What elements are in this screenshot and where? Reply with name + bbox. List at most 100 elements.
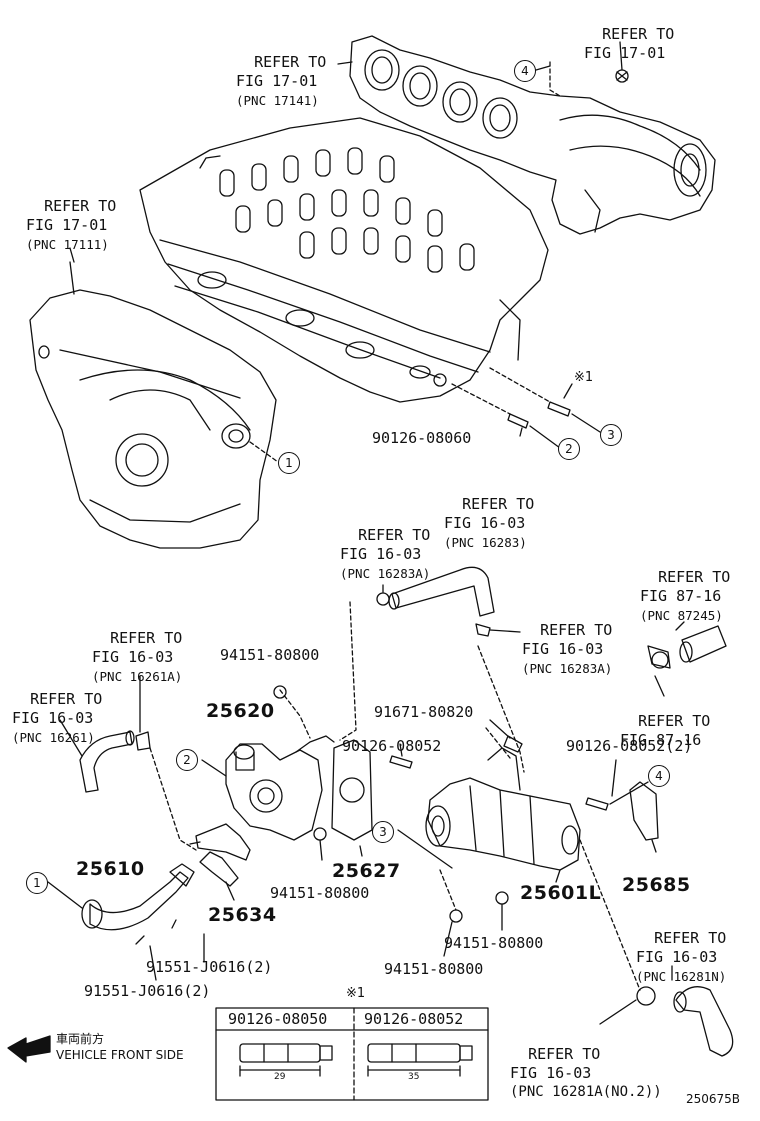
- clamp: [135, 731, 151, 751]
- part-94151-80800-d[interactable]: 94151-80800: [384, 960, 484, 978]
- leader: [201, 759, 227, 777]
- part-25685[interactable]: 25685: [622, 874, 691, 896]
- leader: [529, 425, 561, 449]
- part-94151-80800-a[interactable]: 94151-80800: [220, 646, 320, 664]
- part-91551-j0616-b[interactable]: 91551-J0616(2): [84, 982, 211, 1000]
- leader: [319, 839, 323, 861]
- part-25610[interactable]: 25610: [76, 858, 145, 880]
- bolt: [503, 735, 523, 753]
- dimension-29: 29: [274, 1072, 286, 1082]
- ref-pnc: (PNC 16283A): [340, 566, 431, 581]
- leader: [47, 881, 83, 909]
- part-25601l[interactable]: 25601L: [520, 882, 602, 904]
- front-arrow-icon: [7, 1035, 51, 1063]
- callout-3: 3: [600, 424, 622, 446]
- ref-line: FIG 17-01: [584, 44, 666, 62]
- leader: [149, 945, 157, 981]
- part-90126-08052-2[interactable]: 90126-08052(2): [566, 737, 693, 755]
- leader: [171, 919, 177, 929]
- leader: [339, 601, 357, 741]
- pipe-16261: [79, 730, 135, 793]
- hose-87245: [647, 625, 727, 669]
- leader: [149, 747, 197, 851]
- leader: [225, 881, 235, 901]
- ref-line: FIG 16-03: [636, 948, 718, 966]
- ref-line: FIG 16-03: [522, 640, 604, 658]
- ref-line: REFER TO: [638, 712, 711, 730]
- callout-4: 4: [648, 765, 670, 787]
- part-25620[interactable]: 25620: [206, 700, 275, 722]
- ref-line: FIG 17-01: [236, 72, 318, 90]
- ref-pnc: (PNC 16281N): [636, 969, 727, 984]
- leader: [535, 65, 551, 71]
- table-note-mark: ※1: [346, 986, 366, 1001]
- ref-line: REFER TO: [110, 629, 183, 647]
- part-94151-80800-c[interactable]: 94151-80800: [444, 934, 544, 952]
- clamp: [475, 623, 491, 637]
- ref-line: FIG 16-03: [444, 514, 526, 532]
- nut: [313, 827, 327, 841]
- leader: [135, 935, 145, 945]
- ref-line: FIG 87-16: [640, 587, 722, 605]
- leader: [555, 869, 561, 883]
- callout-1: 1: [278, 452, 300, 474]
- note-mark: ※1: [574, 370, 594, 385]
- part-90126-08052[interactable]: 90126-08052: [342, 737, 442, 755]
- gasket-25627: [331, 739, 373, 841]
- hose-16281N: [673, 986, 734, 1057]
- table-header-90126-08050: 90126-08050: [228, 1010, 328, 1028]
- callout-4: 4: [514, 60, 536, 82]
- clamp: [376, 592, 390, 606]
- intake-manifold: [29, 261, 277, 549]
- ref-line: REFER TO: [462, 495, 535, 513]
- part-25627[interactable]: 25627: [332, 860, 401, 882]
- leader: [611, 759, 617, 797]
- gasket-25685: [629, 781, 659, 841]
- ref-pnc: (PNC 16281A(NO.2)): [510, 1084, 662, 1100]
- part-91671-80820[interactable]: 91671-80820: [374, 703, 474, 721]
- part-90126-08060[interactable]: 90126-08060: [372, 429, 472, 447]
- leader: [675, 621, 685, 631]
- part-25634[interactable]: 25634: [208, 904, 277, 926]
- leader: [489, 367, 551, 403]
- leader: [651, 839, 657, 853]
- cylinder-head: [139, 117, 549, 403]
- exhaust-manifold: [349, 35, 716, 235]
- ref-pnc: (PNC 17141): [236, 93, 319, 108]
- callout-2: 2: [558, 438, 580, 460]
- nut: [273, 685, 287, 699]
- clamp: [636, 986, 656, 1006]
- leader: [489, 719, 511, 739]
- part-94151-80800-b[interactable]: 94151-80800: [270, 884, 370, 902]
- leader: [451, 383, 511, 415]
- leader: [549, 61, 561, 97]
- leader: [519, 427, 523, 437]
- ref-line: REFER TO: [658, 568, 731, 586]
- ref-line: REFER TO: [358, 526, 431, 544]
- ref-line: REFER TO: [254, 53, 327, 71]
- leader: [599, 999, 637, 1025]
- callout-1: 1: [26, 872, 48, 894]
- leader: [654, 675, 665, 697]
- leader: [477, 645, 525, 773]
- pipe-25610: [81, 863, 195, 931]
- ref-pnc: (PNC 16261A): [92, 669, 183, 684]
- ref-pnc: (PNC 87245): [640, 608, 723, 623]
- stud-bolt: [389, 755, 413, 769]
- part-91551-j0616-a[interactable]: 91551-J0616(2): [146, 958, 273, 976]
- stud-bolt: [507, 401, 571, 429]
- leader: [249, 441, 279, 463]
